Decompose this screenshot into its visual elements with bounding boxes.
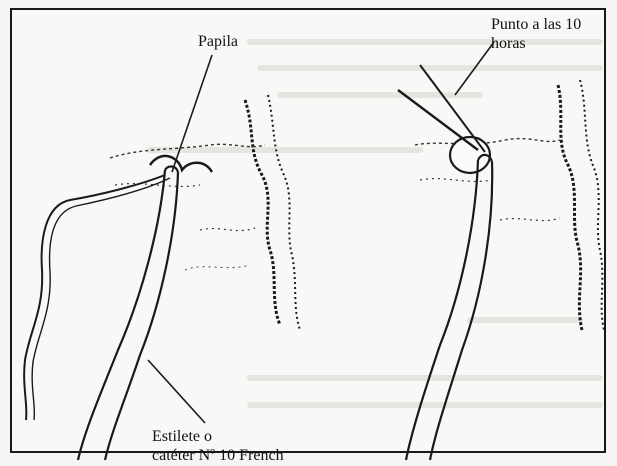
right-catheter [406,155,492,460]
papila-label: Papila [198,32,238,51]
estilete-label-line2: catéter Nº 10 French [152,446,284,465]
estilete-leader-line [148,360,205,423]
left-papilla [150,156,212,172]
left-guidewire [24,175,165,420]
left-catheter [78,166,178,460]
punto-label-line2: horas [491,34,526,53]
papila-leader-line [172,55,212,172]
estilete-label-line1: Estilete o [152,427,212,446]
right-duodenal-wall [415,80,604,330]
bleed-through-text [150,42,600,405]
punto-label-line1: Punto a las 10 [491,15,581,34]
